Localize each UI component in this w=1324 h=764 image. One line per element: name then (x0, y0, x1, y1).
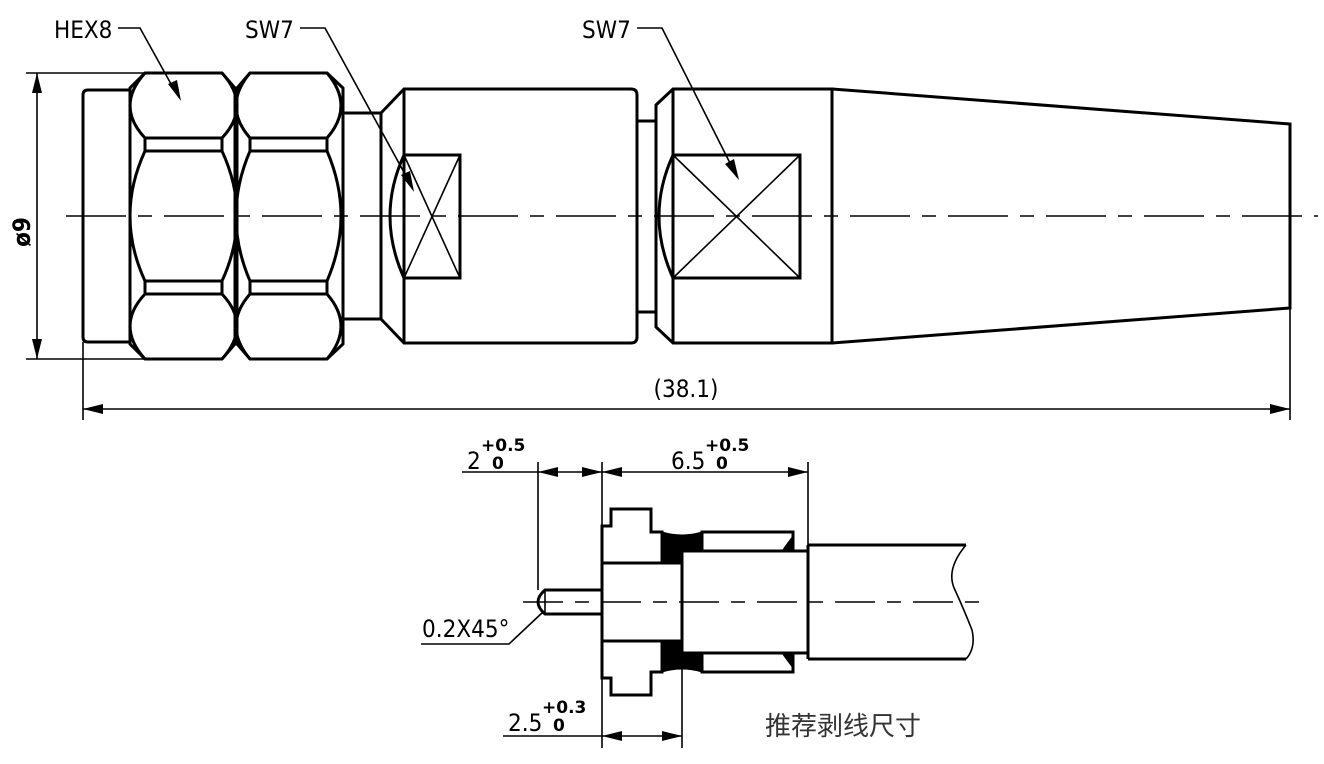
dielectric-length-lower-tol: 0 (553, 716, 565, 736)
pin-length-value: 2 (467, 447, 481, 475)
connector-side-view: HEX8 SW7 SW7 ø9 (8, 16, 1318, 420)
braid-length-lower-tol: 0 (716, 454, 728, 474)
cable (806, 543, 966, 661)
sw7-label-2: SW7 (582, 16, 631, 44)
body-section-2 (654, 87, 834, 345)
dielectric-length-dimension: 2.5 +0.3 0 (503, 653, 683, 748)
diameter-dimension: ø9 (8, 72, 145, 360)
chamfer-label: 0.2X45° (422, 615, 509, 643)
body-section-1 (379, 87, 639, 345)
braid-length-dimension: 6.5 +0.5 0 (602, 436, 809, 545)
braid-length-upper-tol: +0.5 (705, 436, 749, 456)
cable-boot (831, 87, 1292, 345)
dielectric-length-value: 2.5 (508, 709, 542, 737)
chamfer-callout: 0.2X45° (421, 611, 544, 645)
dielectric-lower (600, 639, 664, 697)
overall-length-dimension: (38.1) (82, 308, 1291, 420)
strip-caption: 推荐剥线尺寸 (765, 712, 921, 742)
jacket-upper (700, 530, 795, 553)
dielectric-upper (600, 507, 664, 565)
overall-length-label: (38.1) (654, 375, 719, 403)
cable-break (951, 544, 974, 660)
strip-detail-view: 2 +0.5 0 6.5 +0.5 0 0.2X45° 2.5 +0.3 (421, 436, 990, 748)
sw7-callout-1: SW7 (245, 16, 414, 192)
sw7-label-1: SW7 (245, 16, 294, 44)
pin-length-dimension: 2 +0.5 0 (462, 436, 603, 748)
jacket-lower (700, 651, 795, 674)
pin-length-upper-tol: +0.5 (481, 436, 525, 456)
dielectric-length-upper-tol: +0.3 (542, 698, 586, 718)
diameter-label: ø9 (8, 217, 36, 247)
sw7-callout-2: SW7 (582, 16, 739, 180)
pin-length-lower-tol: 0 (492, 454, 504, 474)
hex8-label: HEX8 (54, 16, 112, 44)
groove (637, 119, 656, 314)
hex8-callout: HEX8 (54, 16, 181, 101)
hex-nut-2 (234, 71, 345, 361)
braid-length-value: 6.5 (671, 447, 705, 475)
front-flange (81, 88, 130, 344)
